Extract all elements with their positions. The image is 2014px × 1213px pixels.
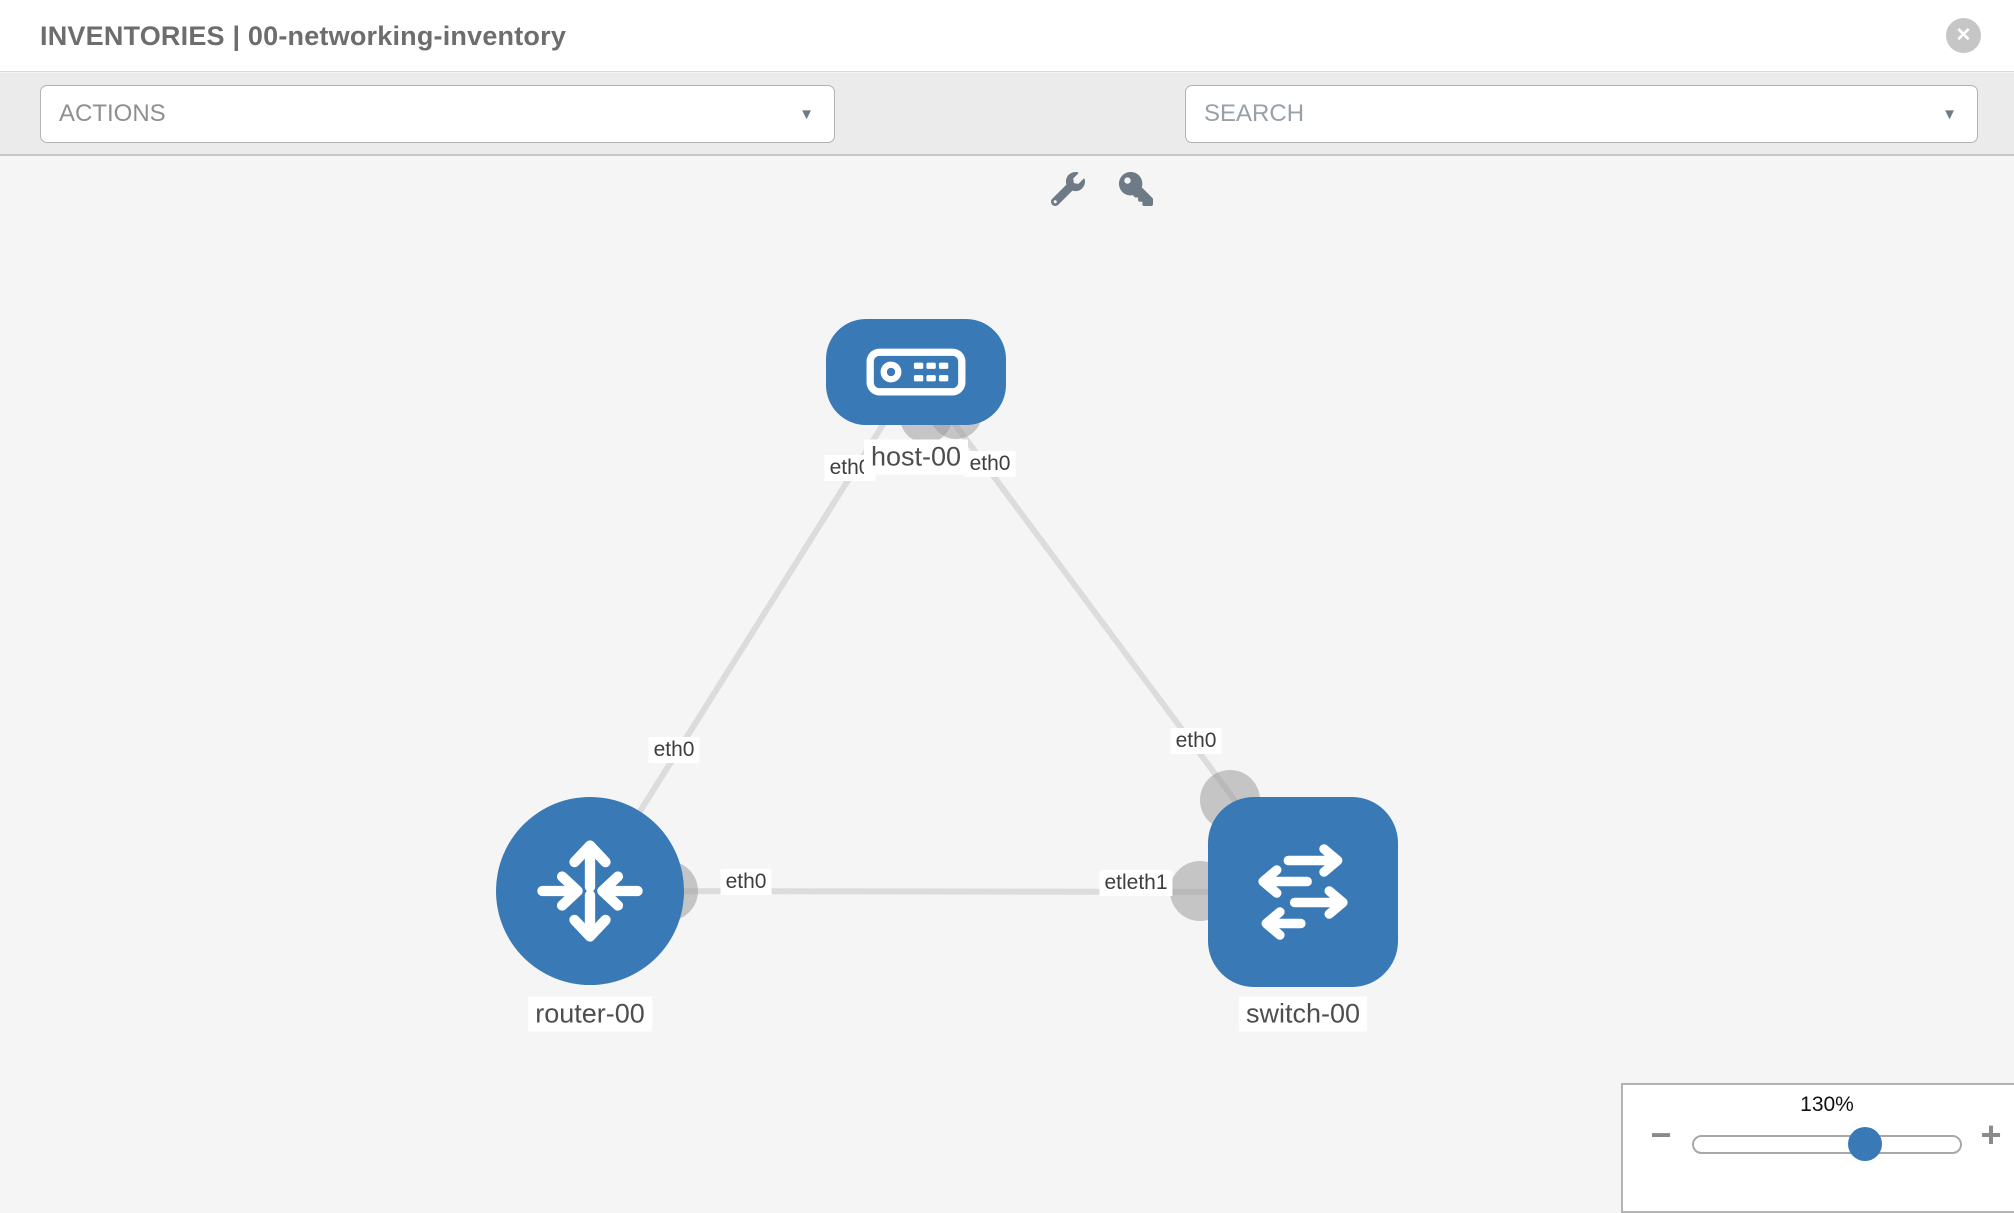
interface-label: eth0 xyxy=(720,869,772,895)
router-icon xyxy=(537,840,643,942)
wrench-icon xyxy=(1050,171,1085,206)
close-button[interactable]: ✕ xyxy=(1946,18,1981,53)
interface-label: etleth1 xyxy=(1099,870,1173,896)
zoom-panel: 130% − + xyxy=(1621,1083,2014,1213)
interface-label: eth0 xyxy=(648,737,700,763)
node-label-host: host-00 xyxy=(863,439,969,475)
close-icon: ✕ xyxy=(1955,25,1972,46)
node-switch-00[interactable] xyxy=(1208,797,1398,987)
switch-icon xyxy=(1258,844,1348,940)
search-input[interactable] xyxy=(1186,86,1943,142)
node-router-00[interactable] xyxy=(496,797,684,985)
key-icon xyxy=(1119,171,1153,206)
topology-canvas[interactable] xyxy=(0,156,2014,1200)
toolbar: ACTIONS ▼ ▼ xyxy=(0,73,2014,206)
zoom-slider[interactable] xyxy=(1692,1135,1962,1154)
node-label-switch: switch-00 xyxy=(1238,996,1368,1032)
zoom-out-button[interactable]: − xyxy=(1641,1115,1681,1155)
actions-dropdown[interactable]: ACTIONS ▼ xyxy=(40,85,835,143)
zoom-slider-thumb[interactable] xyxy=(1848,1127,1882,1161)
page-title: INVENTORIES | 00-networking-inventory xyxy=(40,21,567,51)
interface-label: eth0 xyxy=(964,451,1016,477)
node-host-00[interactable] xyxy=(826,319,1006,425)
search-dropdown[interactable]: ▼ xyxy=(1185,85,1978,143)
chevron-down-icon: ▼ xyxy=(1942,105,1957,123)
credentials-button[interactable] xyxy=(1116,170,1156,210)
zoom-in-button[interactable]: + xyxy=(1971,1115,2011,1155)
interface-label: eth0 xyxy=(1170,728,1222,754)
zoom-level: 130% xyxy=(1800,1093,1854,1116)
actions-label: ACTIONS xyxy=(59,100,166,127)
header: INVENTORIES | 00-networking-inventory ✕ xyxy=(0,0,2014,72)
chevron-down-icon: ▼ xyxy=(799,105,814,123)
node-label-router: router-00 xyxy=(528,996,652,1032)
configure-button[interactable] xyxy=(1048,170,1088,210)
host-icon xyxy=(866,348,966,396)
